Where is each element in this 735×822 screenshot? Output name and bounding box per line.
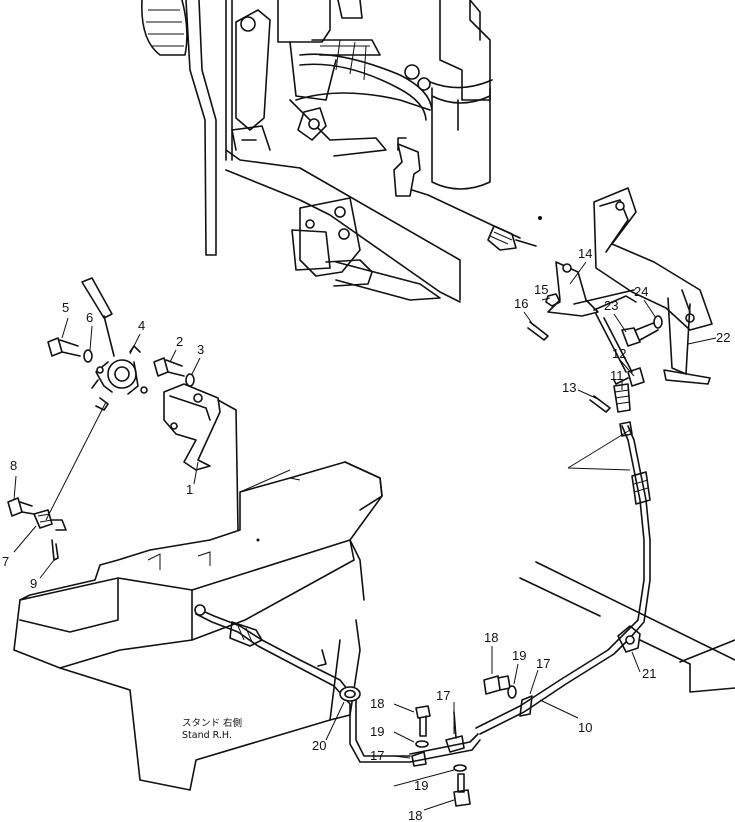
callout-4: 4	[138, 318, 145, 333]
nut-15	[545, 293, 561, 307]
cable-link-lever	[33, 401, 107, 531]
callout-20: 20	[312, 738, 326, 753]
right-frame	[519, 561, 735, 693]
callout-17-left: 17	[370, 748, 384, 763]
stand-body	[13, 461, 383, 791]
caption-english: Stand R.H.	[182, 730, 232, 741]
callout-19-top: 19	[370, 724, 384, 739]
washer-3	[185, 373, 195, 387]
washer-6	[83, 349, 93, 363]
bolt-5	[47, 337, 81, 357]
cable-left	[194, 604, 481, 763]
callout-17-right: 17	[536, 656, 550, 671]
callout-9: 9	[30, 576, 37, 591]
bracket-22	[593, 187, 713, 385]
callout-21: 21	[642, 666, 656, 681]
callout-11: 11	[610, 368, 624, 383]
callout-18-bottom: 18	[408, 808, 422, 822]
leader-lines	[13, 261, 717, 811]
caption-japanese: スタンド 右側	[182, 717, 242, 729]
callout-13: 13	[562, 380, 576, 395]
callout-19-bottom: 19	[414, 778, 428, 793]
clip-17-cable	[519, 695, 533, 717]
cable-right	[475, 421, 651, 735]
callout-5: 5	[62, 300, 69, 315]
washer-24	[653, 315, 663, 329]
callout-6: 6	[86, 310, 93, 325]
callout-19-right: 19	[512, 648, 526, 663]
pin-13	[589, 395, 611, 413]
callout-2: 2	[176, 334, 183, 349]
callout-8: 8	[10, 458, 17, 473]
callout-22: 22	[716, 330, 730, 345]
callout-1: 1	[186, 482, 193, 497]
pin-16	[527, 321, 549, 341]
callout-7: 7	[2, 554, 9, 569]
callout-14: 14	[578, 246, 592, 261]
lever-14	[547, 261, 637, 373]
callout-24: 24	[634, 284, 648, 299]
callout-18-top: 18	[370, 696, 384, 711]
clevis-11	[613, 383, 631, 413]
clamp-21	[617, 625, 641, 653]
bracket-1	[163, 383, 239, 531]
callout-3: 3	[197, 342, 204, 357]
grommet-20	[339, 686, 361, 702]
bolt-8	[7, 497, 35, 517]
bolt-2	[153, 357, 185, 377]
callout-12: 12	[612, 346, 626, 361]
pin-9	[51, 539, 59, 561]
callout-labels: 1 2 3 4 5 6 7 8 9 10 11 12 13 14 15 16 1…	[2, 246, 730, 822]
control-lever-4	[81, 277, 148, 411]
callout-10: 10	[578, 720, 592, 735]
callout-16: 16	[514, 296, 528, 311]
callout-23: 23	[604, 298, 618, 313]
engine-assembly	[141, 0, 542, 303]
callout-18-right: 18	[484, 630, 498, 645]
bolt-12	[613, 367, 645, 387]
bolt-23	[621, 321, 659, 347]
callout-15: 15	[534, 282, 548, 297]
callout-17-center: 17	[436, 688, 450, 703]
stand-caption: スタンド 右側 Stand R.H.	[182, 717, 242, 741]
